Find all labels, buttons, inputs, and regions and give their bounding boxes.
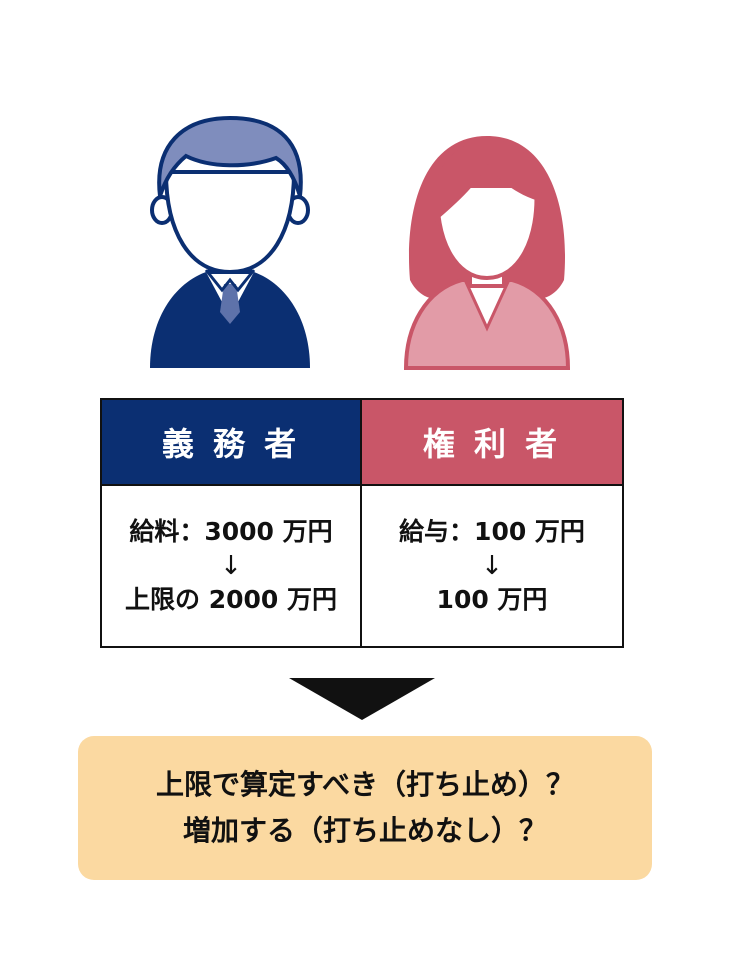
obligor-header: 義 務 者	[102, 400, 362, 486]
question-line-2: 増加する（打ち止めなし）？	[182, 814, 547, 847]
obligor-salary: 給料：3000 万円	[129, 517, 333, 546]
down-triangle-icon	[289, 678, 435, 720]
down-arrow-icon: ↓	[481, 551, 503, 581]
obligor-header-label: 義 務 者	[161, 425, 301, 463]
obligor-income-cell: 給料：3000 万円 ↓ 上限の 2000 万円	[102, 486, 362, 646]
man-avatar-icon	[150, 115, 310, 368]
obligor-cap: 上限の 2000 万円	[125, 585, 337, 614]
obligee-salary: 給与：100 万円	[399, 517, 585, 546]
obligee-header-label: 権 利 者	[422, 425, 562, 463]
question-line-1: 上限で算定すべき（打ち止め）？	[155, 768, 575, 801]
question-box: 上限で算定すべき（打ち止め）？ 増加する（打ち止めなし）？	[78, 736, 652, 880]
obligee-result: 100 万円	[436, 585, 548, 614]
woman-avatar-icon	[404, 136, 570, 370]
down-arrow-icon: ↓	[220, 551, 242, 581]
obligee-header: 権 利 者	[362, 400, 622, 486]
comparison-table: 義 務 者 権 利 者 給料：3000 万円 ↓ 上限の 2000 万円 給与：…	[100, 398, 624, 648]
obligee-income-cell: 給与：100 万円 ↓ 100 万円	[362, 486, 622, 646]
